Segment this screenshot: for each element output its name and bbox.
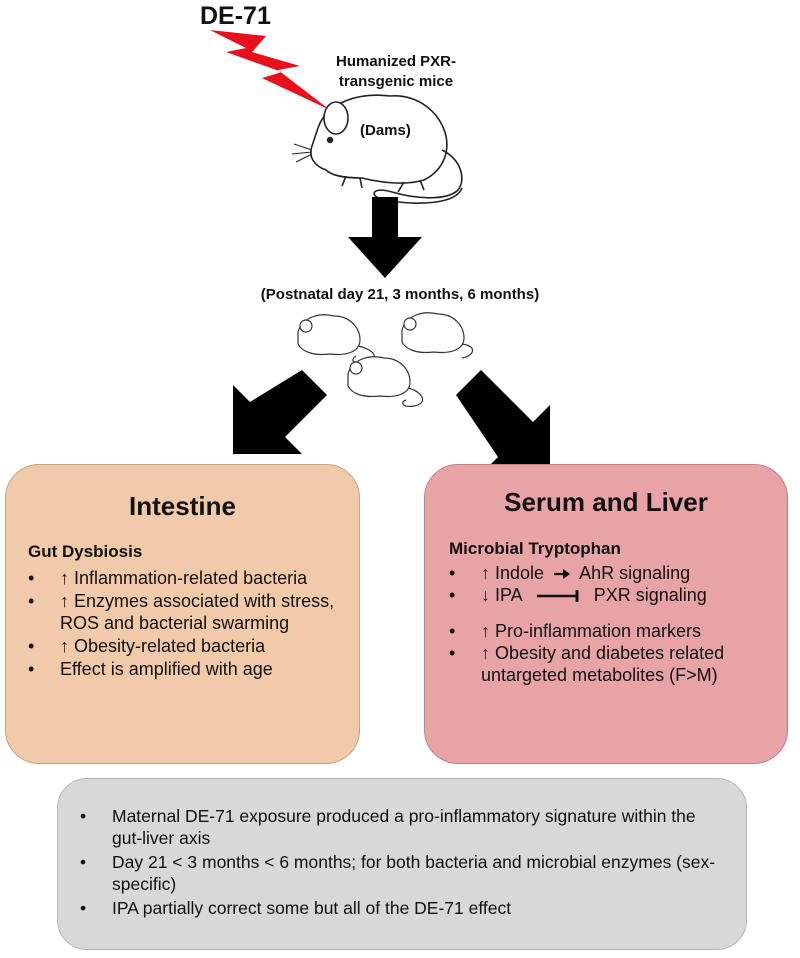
pup-mouse-icon	[401, 312, 474, 359]
intestine-list: ↑ Inflammation-related bacteria ↑ Enzyme…	[12, 567, 347, 681]
intestine-subtitle: Gut Dysbiosis	[28, 542, 143, 561]
ipa-label: ↓ IPA	[481, 585, 522, 605]
list-item: ↑ Inflammation-related bacteria	[12, 567, 347, 589]
lightning-bolt-icon	[210, 30, 330, 110]
intestine-title: Intestine	[129, 491, 236, 521]
inhibition-arrow-icon	[536, 590, 579, 603]
list-item: ↑ Obesity-related bacteria	[12, 635, 347, 657]
dams-label: (Dams)	[360, 122, 411, 139]
left-diagonal-arrow	[233, 370, 327, 454]
right-arrow-icon	[554, 569, 571, 580]
right-diagonal-arrow	[456, 370, 550, 474]
pxr-label: PXR signaling	[593, 585, 707, 605]
down-arrow	[348, 197, 422, 278]
list-item: Day 21 < 3 months < 6 months; for both b…	[64, 851, 724, 895]
summary-box: Maternal DE-71 exposure produced a pro-i…	[57, 778, 747, 950]
mouse-strain-label: Humanized PXR-transgenic mice	[335, 53, 456, 90]
list-item: Maternal DE-71 exposure produced a pro-i…	[64, 805, 724, 849]
pup-mouse-icon	[347, 356, 424, 407]
list-item: ↑ Pro-inflammation markers	[433, 620, 778, 642]
exposure-label: DE-71	[200, 2, 271, 30]
list-item: ↓ IPA PXR signaling	[433, 584, 778, 606]
list-item: Effect is amplified with age	[12, 658, 347, 680]
serum-liver-subtitle: Microbial Tryptophan	[449, 539, 621, 558]
pup-mouse-icon	[297, 314, 375, 364]
summary-list: Maternal DE-71 exposure produced a pro-i…	[64, 805, 724, 921]
ahr-label: AhR signaling	[579, 563, 691, 583]
list-item: IPA partially correct some but all of th…	[64, 897, 724, 919]
indole-label: ↑ Indole	[481, 563, 545, 583]
serum-liver-list: ↑ Indole AhR signaling ↓ IPA PXR signali…	[433, 562, 778, 686]
intestine-box: Intestine Gut Dysbiosis ↑ Inflammation-r…	[5, 464, 360, 764]
list-item: ↑ Enzymes associated with stress, ROS an…	[12, 590, 347, 634]
serum-liver-title: Serum and Liver	[504, 487, 708, 517]
dam-mouse-icon	[291, 94, 463, 204]
list-item: ↑ Indole AhR signaling	[433, 562, 778, 584]
serum-liver-box: Serum and Liver Microbial Tryptophan ↑ I…	[424, 464, 788, 764]
timepoints-label: (Postnatal day 21, 3 months, 6 months)	[260, 286, 540, 303]
list-item: ↑ Obesity and diabetes related untargete…	[433, 642, 778, 686]
